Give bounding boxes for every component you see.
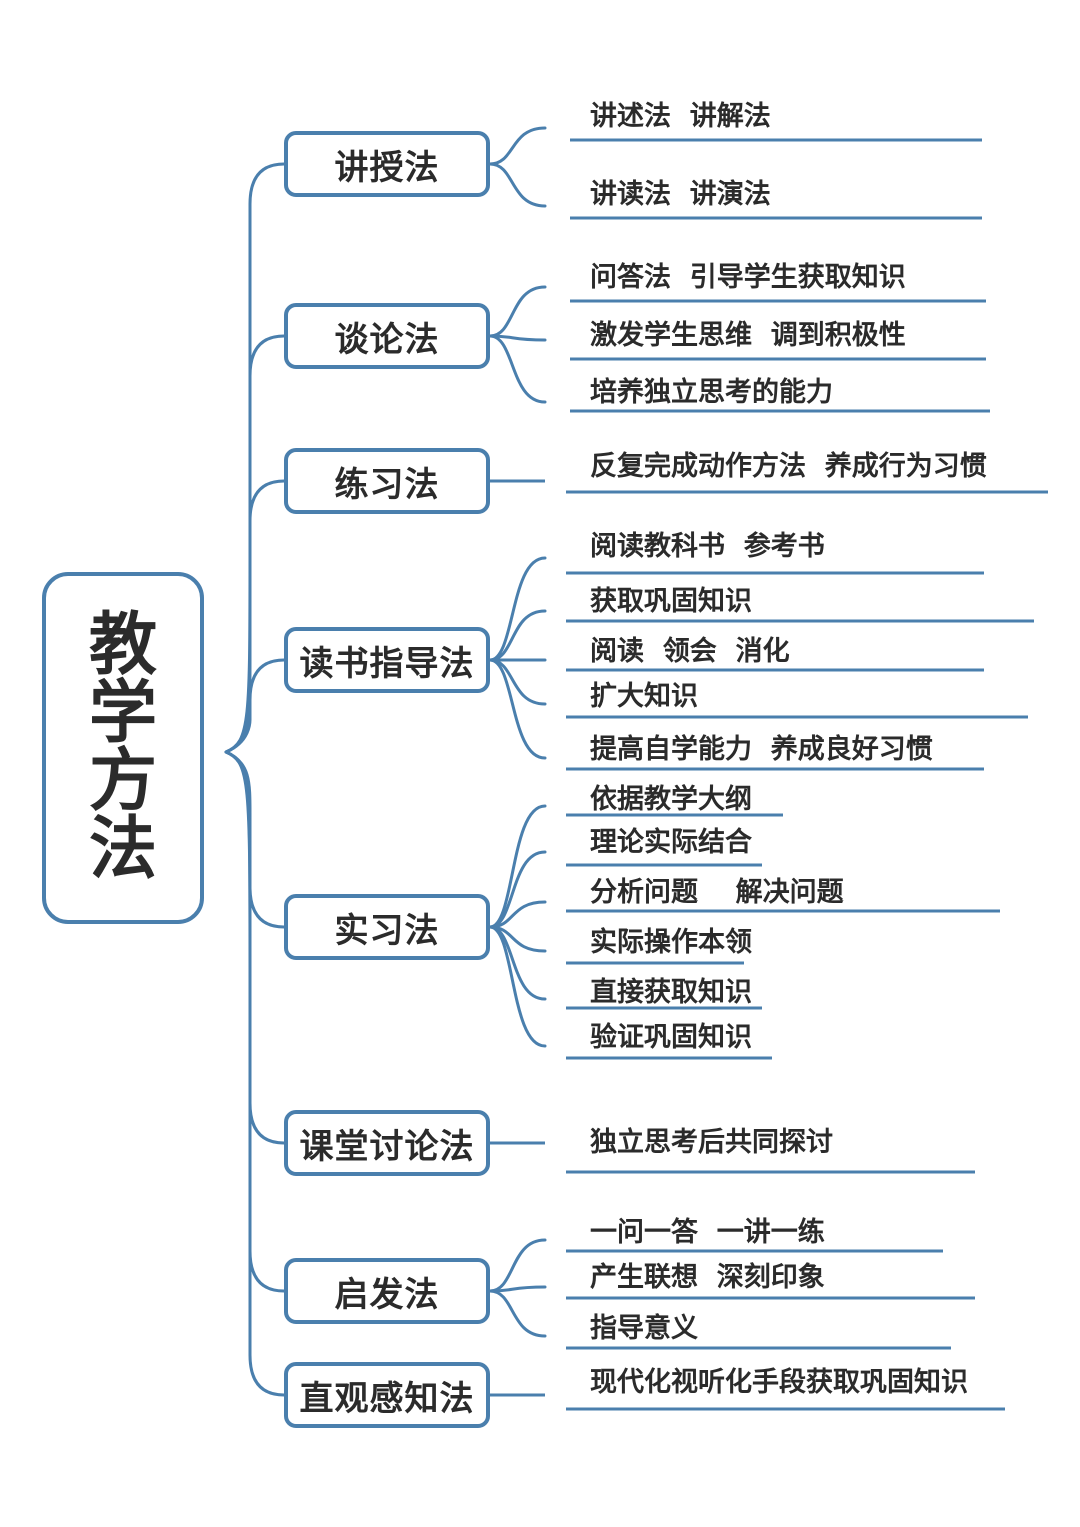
branch-leaf-connector — [488, 804, 547, 929]
leaf-item: 独立思考后共同探讨 — [590, 1127, 833, 1158]
root-label: 教学方法 — [88, 606, 157, 889]
branch-node-discussion: 谈论法 — [284, 303, 490, 369]
leaf-item: 激发学生思维 调到积极性 — [590, 320, 906, 351]
leaf-item: 一问一答 一讲一练 — [590, 1217, 825, 1248]
branch-node-lecture: 讲授法 — [284, 131, 490, 197]
root-node: 教学方法 — [42, 572, 204, 924]
root-branch-connector — [224, 750, 286, 929]
branch-leaf-connector — [488, 334, 547, 404]
leaf-item: 依据教学大纲 — [590, 784, 752, 815]
leaf-item: 讲述法 讲解法 — [590, 101, 771, 132]
branch-label: 读书指导法 — [299, 643, 475, 684]
leaf-item: 问答法 引导学生获取知识 — [590, 262, 906, 293]
leaf-item: 培养独立思考的能力 — [590, 377, 833, 408]
leaf-item: 反复完成动作方法 养成行为习惯 — [590, 451, 987, 482]
branch-label: 直观感知法 — [299, 1378, 475, 1419]
branch-label: 课堂讨论法 — [299, 1126, 475, 1167]
root-branch-connector — [224, 750, 286, 1397]
leaf-item: 分析问题 解决问题 — [590, 877, 844, 908]
root-branch-connector — [224, 750, 286, 1293]
leaf-item: 产生联想 深刻印象 — [590, 1262, 825, 1293]
branch-label: 实习法 — [334, 910, 440, 951]
branch-leaf-connector — [488, 1238, 547, 1293]
branch-label: 谈论法 — [334, 319, 440, 360]
branch-node-visual-perception: 直观感知法 — [284, 1362, 490, 1428]
leaf-item: 获取巩固知识 — [590, 586, 752, 617]
branch-leaf-connector — [488, 925, 547, 1001]
branch-label: 启发法 — [334, 1274, 440, 1315]
branch-leaf-connector — [488, 162, 547, 208]
leaf-item: 实际操作本领 — [590, 927, 752, 958]
root-branch-connector — [224, 750, 286, 1145]
leaf-item: 阅读 领会 消化 — [590, 636, 790, 667]
root-branch-connector — [224, 658, 286, 754]
branch-node-heuristic: 启发法 — [284, 1258, 490, 1324]
leaf-item: 提高自学能力 养成良好习惯 — [590, 734, 933, 765]
branch-leaf-connector — [488, 556, 547, 662]
branch-leaf-connector — [488, 609, 547, 662]
leaf-item: 指导意义 — [590, 1313, 698, 1344]
leaf-item: 扩大知识 — [590, 681, 698, 712]
leaf-item: 直接获取知识 — [590, 977, 752, 1008]
branch-node-practice: 练习法 — [284, 448, 490, 514]
branch-label: 练习法 — [334, 464, 440, 505]
root-branch-connector — [224, 162, 286, 754]
branch-leaf-connector — [488, 658, 547, 760]
root-branch-connector — [224, 479, 286, 754]
branch-node-reading-guidance: 读书指导法 — [284, 627, 490, 693]
branch-leaf-connector — [488, 1289, 547, 1338]
branch-node-internship: 实习法 — [284, 894, 490, 960]
branch-node-class-discussion: 课堂讨论法 — [284, 1110, 490, 1176]
branch-label: 讲授法 — [334, 147, 440, 188]
branch-leaf-connector — [488, 925, 547, 1048]
leaf-item: 验证巩固知识 — [590, 1022, 752, 1053]
branch-leaf-connector — [488, 285, 547, 338]
root-branch-connector — [224, 334, 286, 754]
leaf-item: 现代化视听化手段获取巩固知识 — [590, 1367, 968, 1398]
branch-leaf-connector — [488, 126, 547, 166]
branch-leaf-connector — [488, 850, 547, 929]
leaf-item: 理论实际结合 — [590, 827, 752, 858]
leaf-item: 阅读教科书 参考书 — [590, 531, 825, 562]
leaf-item: 讲读法 讲演法 — [590, 179, 771, 210]
